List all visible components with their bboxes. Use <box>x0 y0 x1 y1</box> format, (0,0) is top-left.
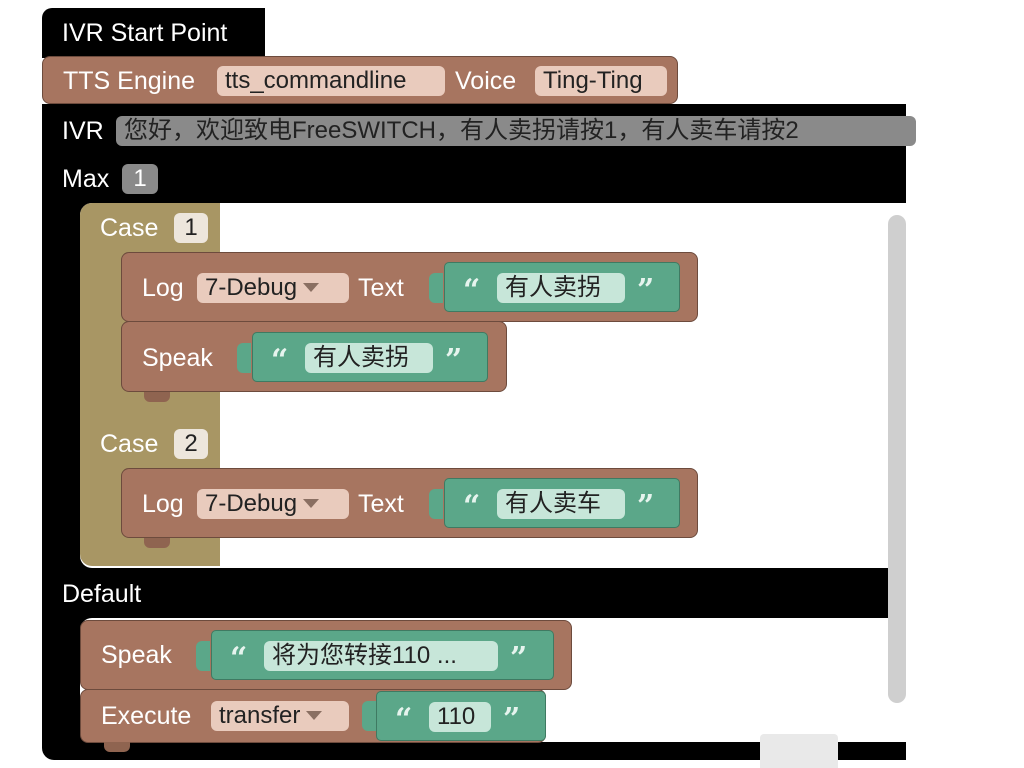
input-socket <box>196 641 210 671</box>
open-quote-icon: “ <box>271 343 289 378</box>
speak-label: Speak <box>101 641 172 669</box>
text-block[interactable]: “ 有人卖车 ” <box>444 478 680 528</box>
ivr-start-point-block[interactable]: IVR Start Point <box>42 8 265 58</box>
voice-label: Voice <box>455 67 517 95</box>
voice-field[interactable]: Ting-Ting <box>535 66 667 96</box>
close-quote-icon: ” <box>637 273 655 308</box>
log-block[interactable]: Log 7-Debug Text “ 有人卖车 ” <box>121 468 698 538</box>
speak-block[interactable]: Speak “ 有人卖拐 ” <box>121 321 507 392</box>
case-1-bottom <box>80 403 220 421</box>
log-label: Log <box>142 274 184 302</box>
dropdown-arrow-icon <box>303 282 320 292</box>
tts-engine-label: TTS Engine <box>63 67 196 95</box>
open-quote-icon: “ <box>463 489 481 524</box>
text-label: Text <box>358 274 404 302</box>
tts-engine-block[interactable]: TTS Engine tts_commandline Voice Ting-Ti… <box>42 56 678 104</box>
input-socket <box>429 273 443 303</box>
open-quote-icon: “ <box>230 641 248 676</box>
input-socket <box>362 701 376 731</box>
open-quote-icon: “ <box>463 273 481 308</box>
execute-app-dropdown[interactable]: transfer <box>211 701 349 731</box>
text-block[interactable]: “ 110 ” <box>376 691 546 741</box>
text-value-field[interactable]: 将为您转接110 ... <box>264 641 498 671</box>
max-field[interactable]: 1 <box>122 164 158 194</box>
case-label: Case <box>100 214 159 242</box>
log-level-value: 7-Debug <box>205 274 298 301</box>
close-quote-icon: ” <box>503 702 521 737</box>
text-value-field[interactable]: 有人卖拐 <box>497 273 625 303</box>
case-2-value-field[interactable]: 2 <box>174 429 208 459</box>
default-label: Default <box>62 580 142 608</box>
text-value-field[interactable]: 有人卖拐 <box>305 343 433 373</box>
input-socket <box>429 489 443 519</box>
log-level-value: 7-Debug <box>205 490 298 517</box>
case-1-value-field[interactable]: 1 <box>174 213 208 243</box>
speak-block[interactable]: Speak “ 将为您转接110 ... ” <box>80 620 572 690</box>
dropdown-arrow-icon <box>303 498 320 508</box>
speak-label: Speak <box>142 344 213 372</box>
log-block[interactable]: Log 7-Debug Text “ 有人卖拐 ” <box>121 252 698 322</box>
ivr-start-point-label: IVR Start Point <box>62 19 228 47</box>
open-quote-icon: “ <box>395 702 413 737</box>
log-level-dropdown[interactable]: 7-Debug <box>197 489 349 519</box>
close-quote-icon: ” <box>445 343 463 378</box>
block-connector <box>104 742 130 752</box>
text-label: Text <box>358 490 404 518</box>
close-quote-icon: ” <box>637 489 655 524</box>
max-label: Max <box>62 165 110 193</box>
text-value-field[interactable]: 有人卖车 <box>497 489 625 519</box>
log-level-dropdown[interactable]: 7-Debug <box>197 273 349 303</box>
case-label: Case <box>100 430 159 458</box>
close-quote-icon: ” <box>510 641 528 676</box>
log-label: Log <box>142 490 184 518</box>
execute-app-value: transfer <box>219 702 301 729</box>
workspace-vertical-scrollbar[interactable] <box>888 215 906 703</box>
execute-label: Execute <box>101 702 192 730</box>
ivr-label: IVR <box>62 117 104 145</box>
text-block[interactable]: “ 有人卖拐 ” <box>252 332 488 382</box>
text-block[interactable]: “ 将为您转接110 ... ” <box>211 630 554 680</box>
dropdown-arrow-icon <box>306 710 323 720</box>
input-socket <box>237 343 251 373</box>
text-block[interactable]: “ 有人卖拐 ” <box>444 262 680 312</box>
ivr-prompt-field[interactable]: 您好，欢迎致电FreeSWITCH，有人卖拐请按1，有人卖车请按2 <box>116 116 916 146</box>
tts-engine-field[interactable]: tts_commandline <box>217 66 445 96</box>
execute-block[interactable]: Execute transfer “ 110 ” <box>80 689 546 743</box>
block-connector <box>144 538 170 548</box>
trash-can-icon[interactable] <box>760 734 838 768</box>
text-value-field[interactable]: 110 <box>429 702 491 732</box>
block-connector <box>144 392 170 402</box>
